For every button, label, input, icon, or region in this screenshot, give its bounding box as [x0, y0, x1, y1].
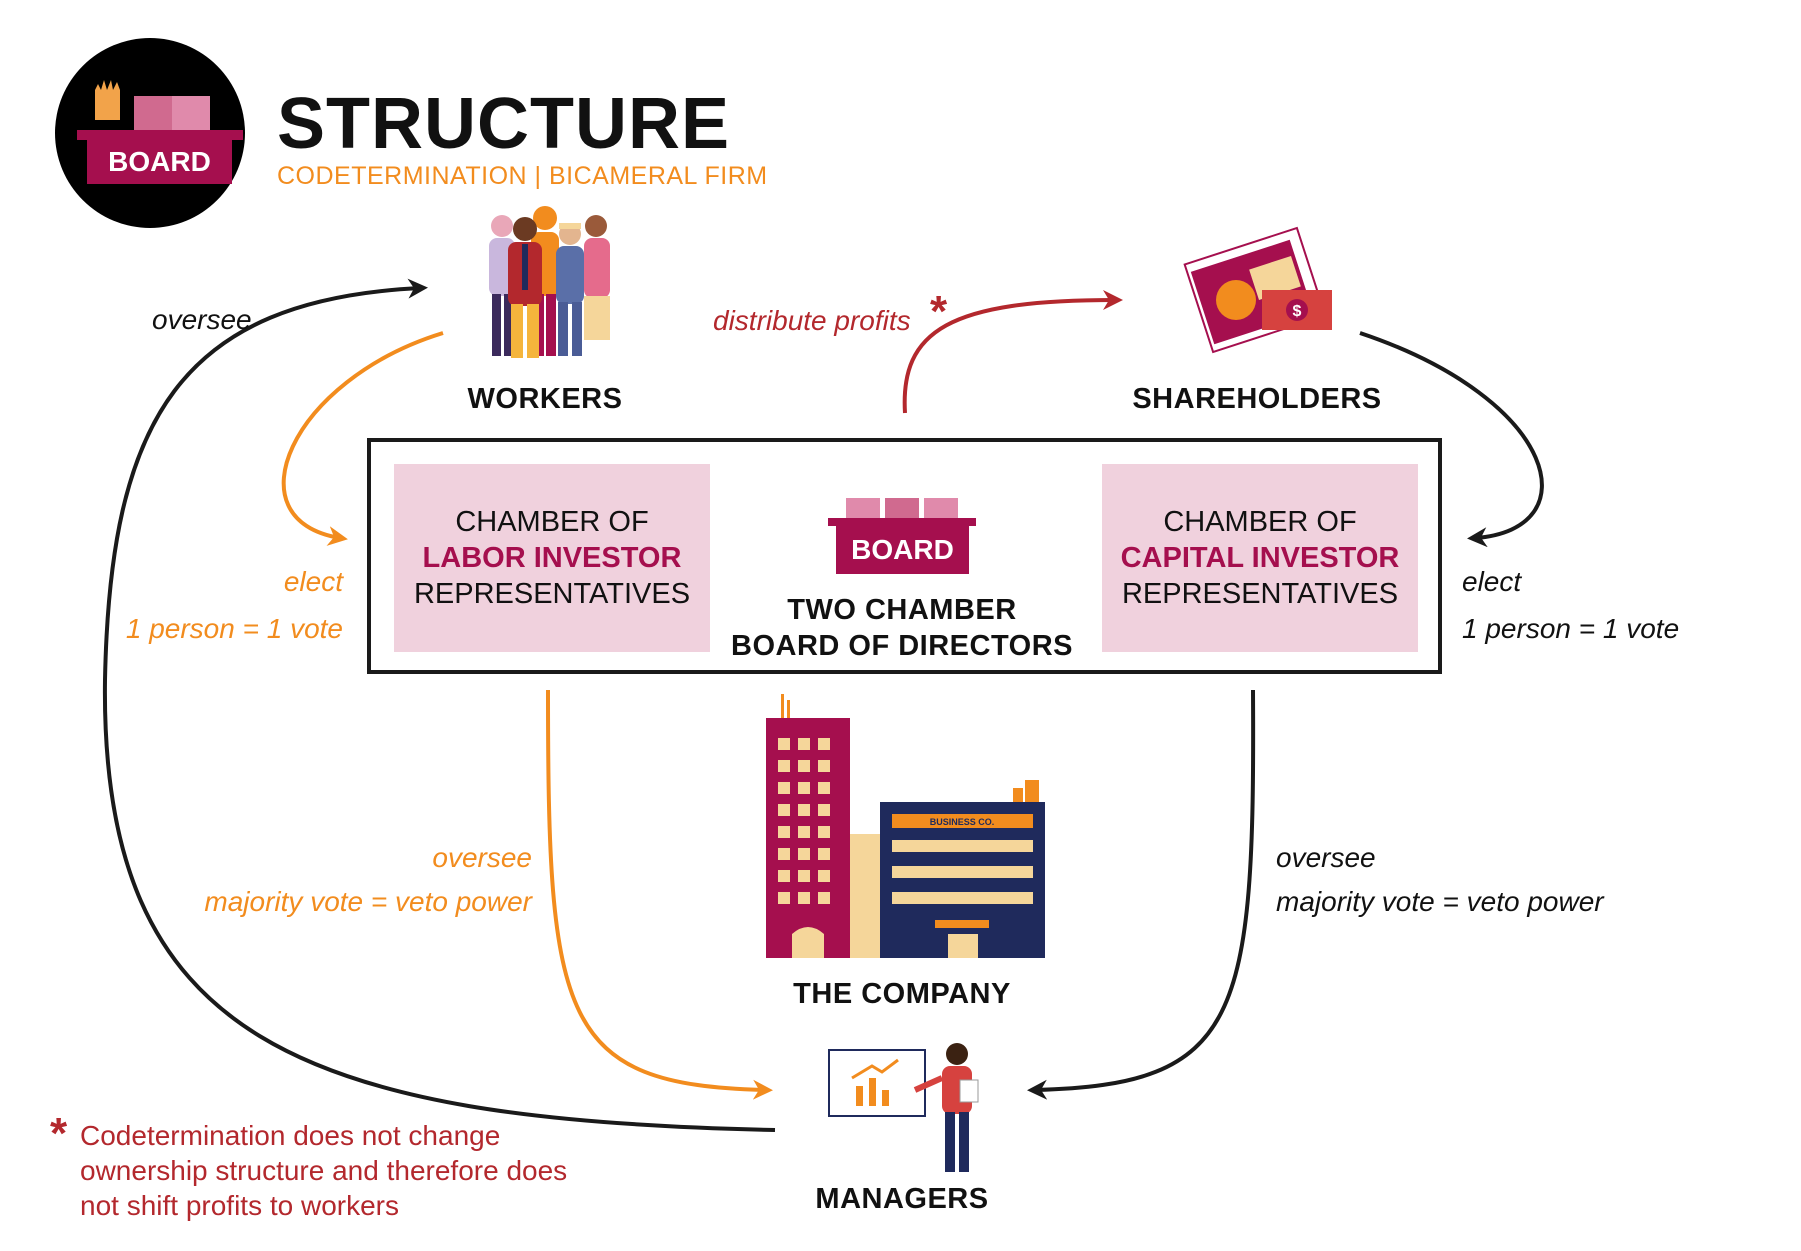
logo-board-label: BOARD	[87, 140, 232, 184]
company-label: THE COMPANY	[793, 978, 1011, 1010]
labor-chamber-line3: REPRESENTATIVES	[413, 578, 691, 610]
label-elect-right: elect	[1462, 566, 1522, 597]
footnote-line2: ownership structure and therefore does	[80, 1155, 568, 1186]
arrow-distribute-profits	[902, 290, 1123, 414]
board-icon	[828, 498, 976, 574]
footnote-asterisk: *	[50, 1109, 68, 1158]
company-buildings-illustration	[766, 694, 1045, 958]
label-oversee-workers: oversee	[152, 304, 252, 335]
label-vote-right: 1 person = 1 vote	[1462, 613, 1680, 644]
arrow-managers-oversee-workers	[102, 278, 776, 1132]
footnote: Codetermination does not change ownershi…	[80, 1118, 700, 1223]
board-icon-label: BOARD	[851, 534, 954, 565]
label-veto-right: majority vote = veto power	[1276, 886, 1604, 917]
workers-label: WORKERS	[467, 383, 623, 415]
arrow-capital-oversee-managers	[1027, 689, 1256, 1100]
shareholders-money-icon: $	[1183, 226, 1332, 354]
board-title-line2: BOARD OF DIRECTORS	[731, 630, 1073, 662]
shareholders-label: SHAREHOLDERS	[1132, 383, 1382, 415]
label-vote-left: 1 person = 1 vote	[125, 613, 343, 644]
manager-illustration	[828, 1043, 979, 1172]
footnote-line1: Codetermination does not change	[80, 1120, 501, 1151]
asterisk-marker: *	[930, 287, 948, 336]
label-elect-left: elect	[283, 566, 343, 597]
board-logo	[55, 38, 245, 228]
page-subtitle: CODETERMINATION | BICAMERAL FIRM	[277, 162, 768, 190]
logo-board-text: BOARD	[108, 146, 211, 177]
board-of-directors-box	[367, 438, 1442, 674]
board-title: TWO CHAMBER BOARD OF DIRECTORS	[722, 592, 1082, 664]
capital-chamber-line3: REPRESENTATIVES	[1121, 578, 1399, 610]
page-title: STRUCTURE	[277, 84, 730, 164]
building-sign: BUSINESS CO.	[930, 817, 995, 827]
labor-chamber-accent: LABOR INVESTOR	[422, 542, 682, 574]
board-title-line1: TWO CHAMBER	[787, 594, 1017, 626]
workers-illustration	[489, 206, 610, 358]
managers-label: MANAGERS	[815, 1183, 989, 1215]
arrow-labor-oversee-managers	[546, 689, 773, 1100]
arrow-workers-elect-labor	[281, 331, 444, 546]
labor-chamber-line1: CHAMBER OF	[455, 506, 649, 538]
label-veto-left: majority vote = veto power	[204, 886, 532, 917]
label-oversee-left: oversee	[432, 842, 532, 873]
arrow-shareholders-elect-capital	[1359, 331, 1544, 548]
footnote-line3: not shift profits to workers	[80, 1190, 400, 1221]
capital-chamber-line1: CHAMBER OF	[1163, 506, 1357, 538]
capital-chamber-accent: CAPITAL INVESTOR	[1120, 542, 1400, 574]
raised-hand-icon	[95, 80, 120, 120]
label-oversee-right: oversee	[1276, 842, 1376, 873]
labor-chamber: CHAMBER OF LABOR INVESTOR REPRESENTATIVE…	[394, 464, 710, 652]
capital-chamber: CHAMBER OF CAPITAL INVESTOR REPRESENTATI…	[1102, 464, 1418, 652]
svg-text:$: $	[1293, 303, 1302, 320]
label-distribute-profits: distribute profits	[713, 305, 911, 336]
